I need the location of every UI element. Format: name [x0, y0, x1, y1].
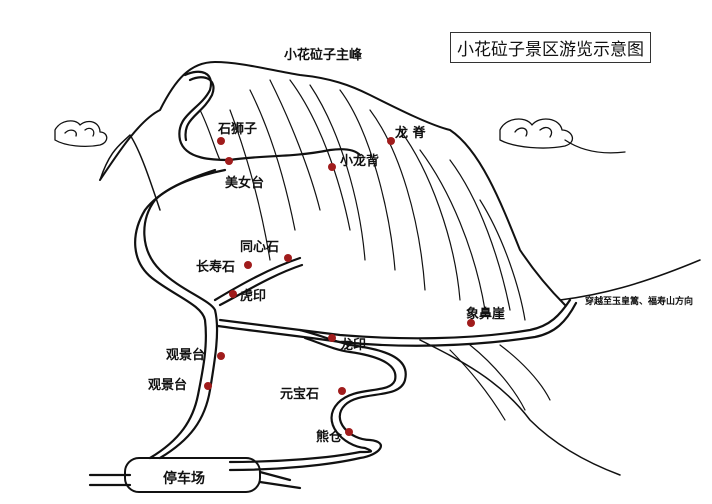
label-parking: 停车场	[163, 471, 205, 487]
poi-marker-xiangbiya[interactable]	[467, 319, 475, 327]
left-ridge	[99, 134, 161, 211]
poi-marker-guanjingtai-1[interactable]	[217, 352, 225, 360]
label-peak: 小花砬子主峰	[284, 48, 363, 63]
label-guanjingtai-1: 观景台	[166, 348, 206, 363]
label-direction: 穿越至玉皇篙、福寿山方向	[585, 297, 694, 307]
poi-marker-tongxinshi[interactable]	[284, 254, 292, 262]
label-guanjingtai-2: 观景台	[148, 378, 188, 393]
trails	[88, 70, 578, 490]
label-xiongcang: 熊仓	[316, 430, 343, 445]
poi-marker-xiaolongbei[interactable]	[328, 163, 336, 171]
label-changshoushi: 长寿石	[196, 260, 236, 275]
label-xiaolongbei: 小龙背	[340, 154, 380, 169]
poi-marker-guanjingtai-2[interactable]	[204, 382, 212, 390]
poi-marker-shishizi[interactable]	[217, 137, 225, 145]
map-title: 小花砬子景区游览示意图	[450, 32, 651, 63]
poi-marker-changshoushi[interactable]	[244, 261, 252, 269]
label-longyin: 龙印	[340, 338, 367, 353]
right-slope	[419, 339, 621, 476]
cloud-right-icon	[499, 118, 626, 154]
cliff-lines	[199, 79, 551, 421]
poi-marker-longyin[interactable]	[328, 334, 336, 342]
cloud-left-icon	[54, 120, 108, 147]
mountain-outline	[99, 61, 566, 306]
poi-marker-huyin[interactable]	[229, 290, 237, 298]
label-meinvtai: 美女台	[225, 176, 265, 191]
poi-marker-xiongcang[interactable]	[345, 428, 353, 436]
poi-marker-meinvtai[interactable]	[225, 157, 233, 165]
poi-marker-longji[interactable]	[387, 137, 395, 145]
right-ridge	[559, 259, 701, 301]
parking-area	[124, 457, 261, 493]
label-shishizi: 石狮子	[218, 122, 258, 137]
label-huyin: 虎印	[240, 289, 267, 304]
label-longji: 龙 脊	[395, 126, 426, 141]
label-tongxinshi: 同心石	[240, 240, 280, 255]
label-xiangbiya: 象鼻崖	[466, 307, 506, 322]
label-yuanbaoshi: 元宝石	[280, 387, 320, 402]
poi-marker-yuanbaoshi[interactable]	[338, 387, 346, 395]
